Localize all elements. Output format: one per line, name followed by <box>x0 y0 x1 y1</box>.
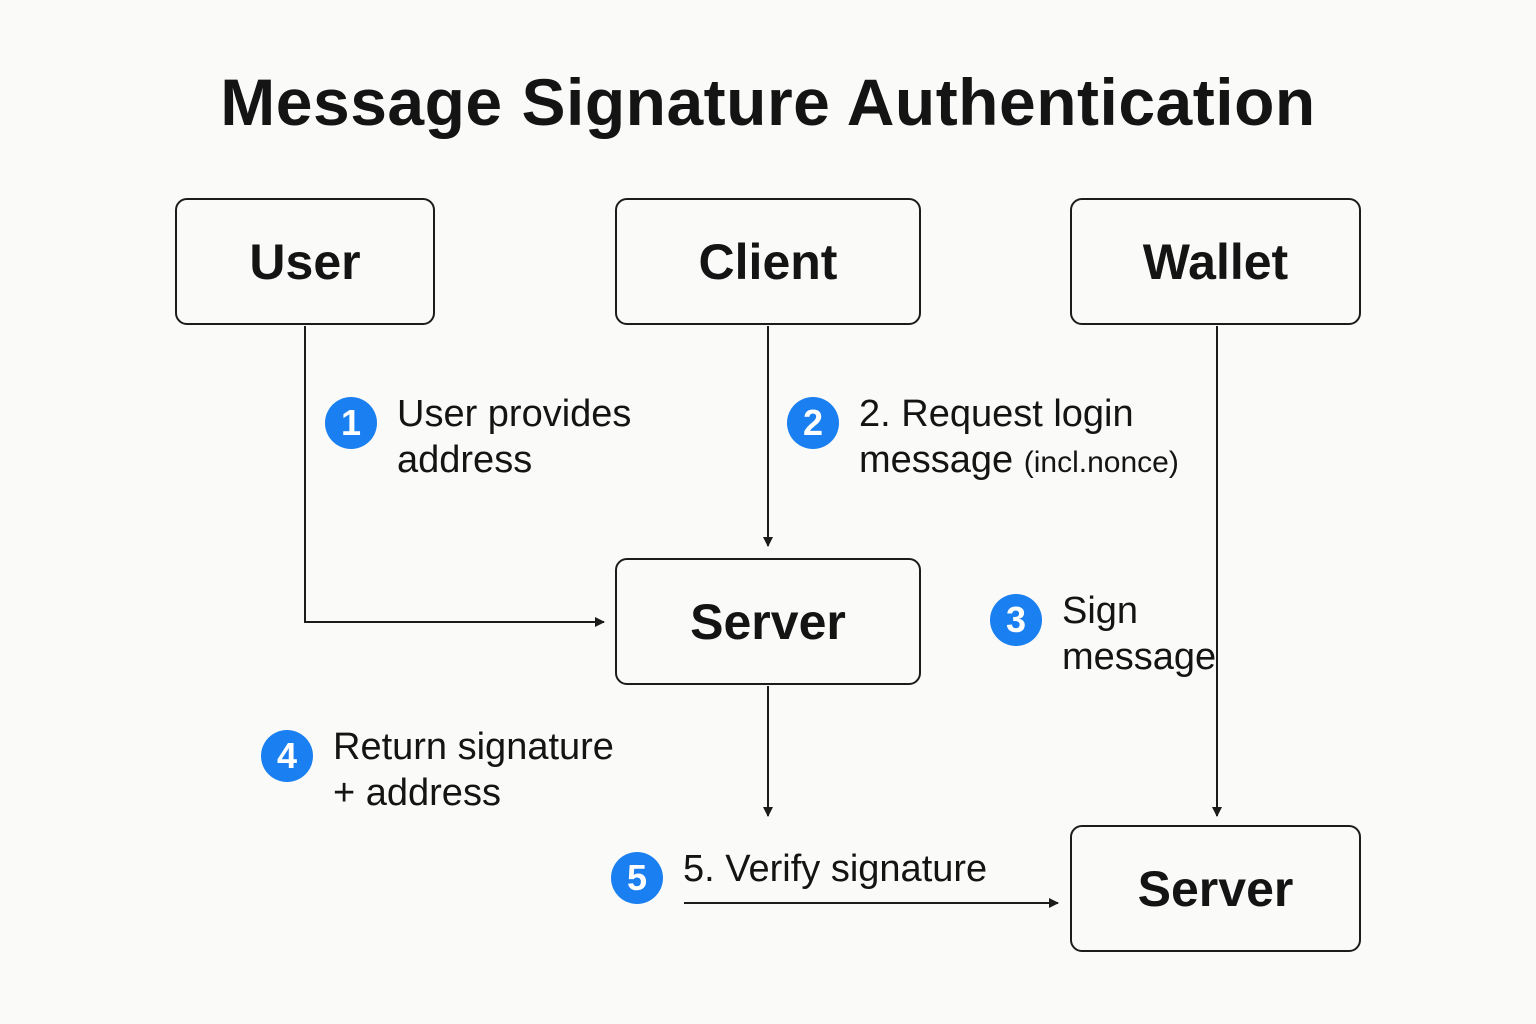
step-2-line2: message <box>859 439 1014 481</box>
step-2-line2-wrap: message (incl.nonce) <box>859 437 1179 486</box>
step-2-text: 2. Request login message (incl.nonce) <box>859 391 1179 486</box>
step-5-text: 5. Verify signature <box>683 846 987 892</box>
step-4-text: Return signature + address <box>333 724 614 816</box>
client-box: Client <box>615 198 921 325</box>
diagram-title: Message Signature Authentication <box>220 65 1316 139</box>
step-5-badge: 5 <box>611 852 663 904</box>
step-2: 2 2. Request login message (incl.nonce) <box>787 393 1179 486</box>
step-3-badge: 3 <box>990 594 1042 646</box>
step-1-line1: User provides <box>397 393 632 435</box>
step-1-line2: address <box>397 439 533 481</box>
wallet-label: Wallet <box>1142 233 1289 290</box>
client-label: Client <box>698 233 838 290</box>
user-box: User <box>175 198 435 325</box>
step-2-nonce-note: (incl.nonce) <box>1023 446 1179 479</box>
step-3-text: Sign message <box>1062 588 1216 680</box>
step-2-badge: 2 <box>787 397 839 449</box>
step-4-badge: 4 <box>261 730 313 782</box>
step-3-line2: message <box>1062 636 1217 678</box>
step-3-line1: Sign <box>1062 590 1139 632</box>
step-1: 1 User provides address <box>325 393 631 483</box>
step-2-line1: 2. Request login <box>859 393 1134 435</box>
step-4: 4 Return signature + address <box>261 726 614 816</box>
step-4-line2: + address <box>333 772 501 814</box>
server-box-mid: Server <box>615 558 921 685</box>
arrow-user-to-server <box>304 326 605 627</box>
step-4-line1: Return signature <box>333 726 614 768</box>
step-1-badge: 1 <box>325 397 377 449</box>
step-3: 3 Sign message <box>990 590 1216 680</box>
step-1-text: User provides address <box>397 391 631 483</box>
wallet-box: Wallet <box>1070 198 1361 325</box>
step-5: 5 5. Verify signature <box>611 848 987 904</box>
server-box-bottom: Server <box>1070 825 1361 952</box>
server-mid-label: Server <box>690 593 846 650</box>
user-label: User <box>249 233 361 290</box>
step-5-line1: 5. Verify signature <box>683 848 988 890</box>
server-bottom-label: Server <box>1137 860 1294 917</box>
